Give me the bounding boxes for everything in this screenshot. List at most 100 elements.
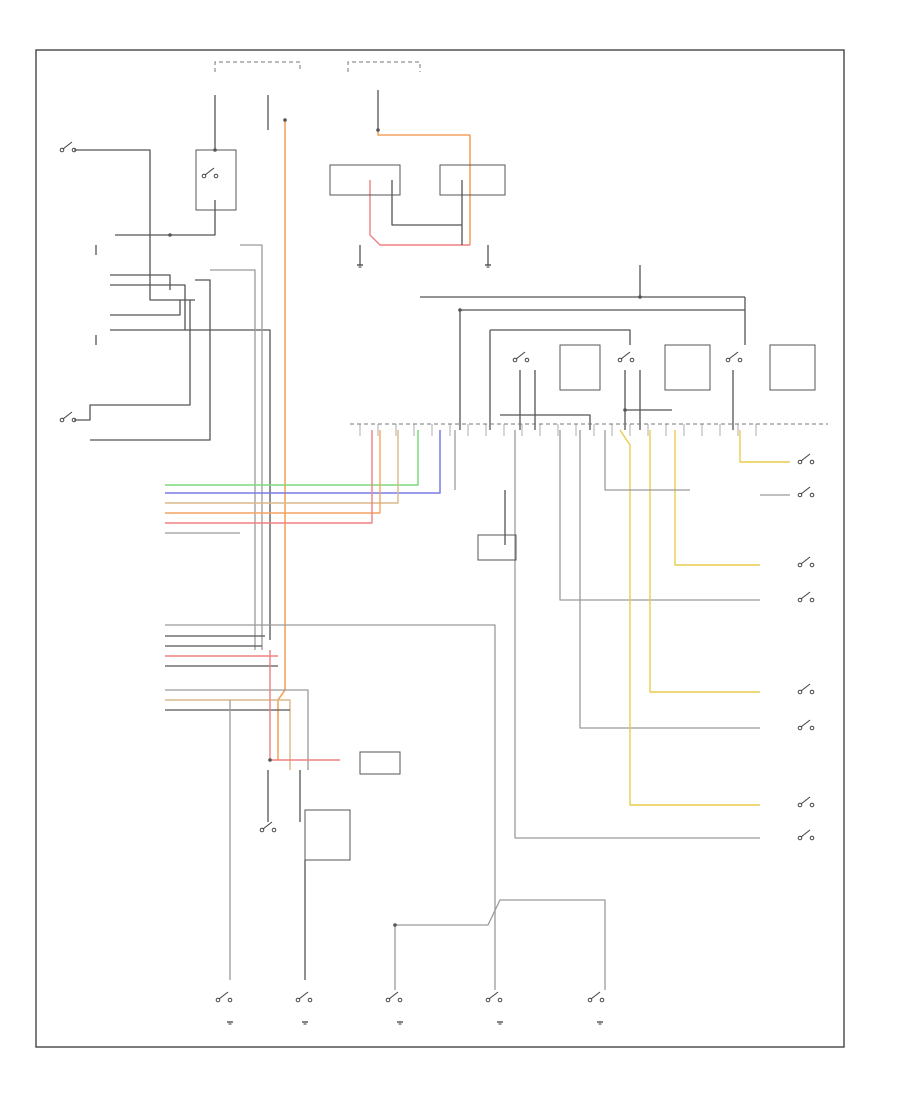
output-tan	[165, 699, 291, 770]
splice-dot	[393, 923, 397, 927]
unlock-wire-to-bcm	[110, 329, 271, 640]
fuse-block-left-bracket	[214, 61, 301, 72]
splice-dot	[168, 233, 172, 237]
unlock-wire-orange	[165, 430, 381, 514]
lf-door-lock-switch-blade	[62, 141, 73, 150]
right-front-door-switch-contact-a	[797, 562, 803, 568]
lr-gray-feed	[579, 430, 760, 729]
lock-switch-box-3	[769, 344, 816, 391]
lr-lock-switch-contact-a	[587, 997, 593, 1003]
rr-lock-switch-contact-a	[385, 997, 391, 1003]
lock-switch-box-1	[559, 344, 601, 391]
lock-switch-1-contact-a	[512, 357, 518, 363]
relay-left-box	[195, 149, 237, 211]
rr-lock-switch-blade	[388, 991, 399, 1000]
rf-yellow-feed	[739, 430, 790, 463]
left-rear-door-switch-contact-b	[809, 689, 815, 695]
right-front-door-switch-b-blade	[800, 591, 811, 600]
lower-lock-bus	[394, 899, 606, 990]
pink-control-wire	[165, 430, 373, 524]
door-ajar-switch-contact-a	[259, 827, 265, 833]
rf-lock-switch-contact-a	[485, 997, 491, 1003]
rear-lamp-switch-contact-b	[307, 997, 313, 1003]
lock-switch-1-contact-b	[524, 357, 530, 363]
rf-lock-switch-blade	[488, 991, 499, 1000]
rf-door-switch-b-blade	[800, 486, 811, 495]
left-rear-door-switch-b-contact-a	[797, 725, 803, 731]
lock-switch-2-contact-b	[629, 357, 635, 363]
right-rear-door-switch-contact-a	[797, 802, 803, 808]
relay-left-output	[170, 200, 216, 236]
relay-contact-left-contact-b	[213, 173, 219, 179]
right-rear-door-switch-b-contact-b	[809, 835, 815, 841]
lf-lock-switch-lower-contact-a	[215, 997, 221, 1003]
rf-gray-feed	[604, 430, 690, 491]
lock-switch-2-blade	[620, 351, 631, 360]
lf-lock-wire-2	[110, 274, 171, 290]
rr2-gray-feed	[514, 430, 760, 839]
left-rear-door-switch-b-blade	[800, 719, 811, 728]
right-front-door-switch-blade	[800, 556, 811, 565]
lock-switch-3-contact-a	[725, 357, 731, 363]
right-rear-door-switch-blade	[800, 796, 811, 805]
rr2-yellow-feed	[619, 429, 760, 806]
lock-switch-3-blade	[728, 351, 739, 360]
relay-right-box-b	[439, 164, 506, 196]
right-rear-door-switch-b-contact-a	[797, 835, 803, 841]
rr-yellow-feed	[674, 430, 760, 566]
orange-feed-right	[377, 130, 471, 245]
left-rear-door-switch-b-contact-b	[809, 725, 815, 731]
right-front-door-switch-contact-b	[809, 562, 815, 568]
lr-lock-switch-blade	[590, 991, 601, 1000]
key-switch-feed	[74, 300, 191, 421]
key-switch-blade	[62, 411, 73, 420]
rear-lamp-switch-contact-a	[295, 997, 301, 1003]
output-gray	[165, 689, 309, 770]
rr-lock-switch-contact-b	[397, 997, 403, 1003]
rear-lamp-switch-blade	[298, 991, 309, 1000]
rf-door-switch-b-contact-a	[797, 492, 803, 498]
switch-common-a	[500, 414, 591, 430]
driver-lock-wire	[165, 430, 419, 486]
passenger-lock-wire	[165, 430, 441, 494]
left-rear-door-switch-blade	[800, 683, 811, 692]
lock-switch-3-contact-b	[737, 357, 743, 363]
lf-lock-wire-4	[110, 300, 181, 316]
splice-dot	[213, 148, 217, 152]
gray-feed-rr-lock	[165, 624, 496, 990]
door-ajar-switch-contact-b	[271, 827, 277, 833]
relay-right-box-a	[329, 164, 401, 196]
lf-lock-switch-lower-contact-b	[227, 997, 233, 1003]
splice-dot	[623, 408, 627, 412]
right-front-door-switch-b-contact-a	[797, 597, 803, 603]
key-switch-contact-a	[59, 417, 65, 423]
splice-dot	[638, 295, 642, 299]
lf-door-lock-switch-contact-a	[59, 147, 65, 153]
lf-lock-wire-3	[110, 284, 186, 330]
gray-feed-left-2	[240, 244, 263, 650]
rf-door-switch-a-contact-b	[809, 459, 815, 465]
pink-relay-loop	[369, 180, 470, 246]
splice-dot	[458, 308, 462, 312]
diagram-frame	[35, 49, 845, 1048]
door-ajar-switch-blade	[262, 821, 273, 830]
rf-door-switch-b-contact-b	[809, 492, 815, 498]
courtesy-pink-wire	[269, 650, 340, 761]
fuse-block-right-bracket	[347, 61, 421, 72]
rf-door-switch-a-blade	[800, 453, 811, 462]
door-ajar-switch-box	[304, 809, 351, 861]
splice-dot	[376, 128, 380, 132]
splice-dot	[283, 118, 287, 122]
lock-switch-box-2	[664, 344, 711, 391]
lock-switch-2-contact-a	[617, 357, 623, 363]
right-rear-door-switch-b-blade	[800, 829, 811, 838]
rear-compartment-switch	[477, 534, 517, 561]
lr-lock-switch-contact-b	[599, 997, 605, 1003]
lock-switch-1-blade	[515, 351, 526, 360]
rf-door-switch-a-contact-a	[797, 459, 803, 465]
left-rear-door-switch-contact-a	[797, 689, 803, 695]
right-rear-door-switch-contact-b	[809, 802, 815, 808]
rf-lock-switch-contact-b	[497, 997, 503, 1003]
relay-contact-left-blade	[204, 167, 215, 176]
